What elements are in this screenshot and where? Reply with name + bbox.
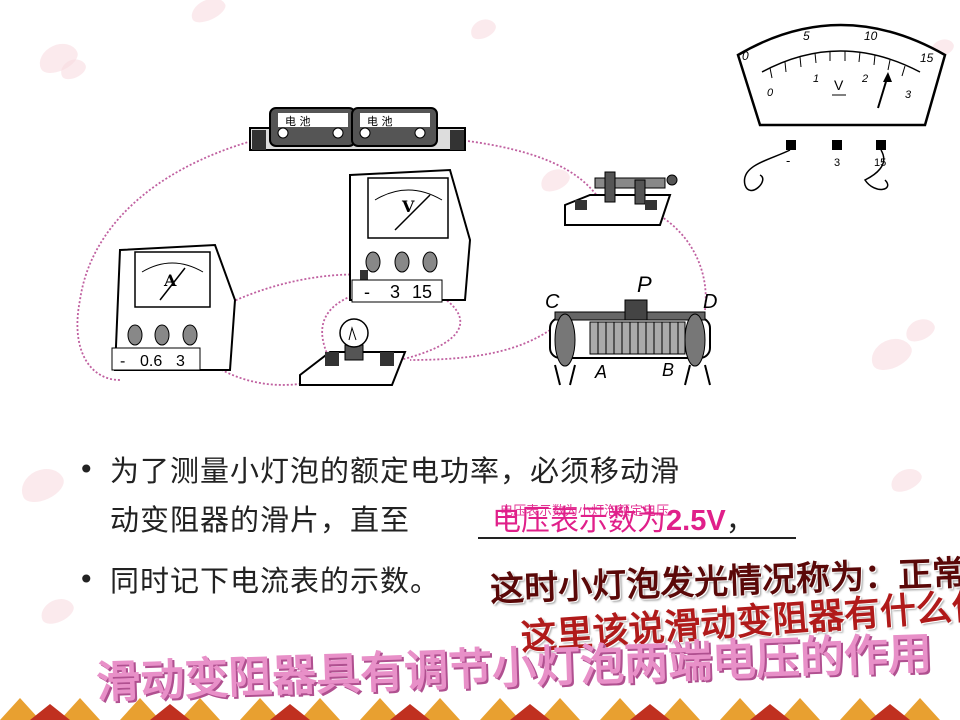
ammeter-terminal-label: 3 bbox=[176, 353, 185, 370]
petal-decoration bbox=[36, 593, 78, 629]
rheostat-label-c: C bbox=[545, 291, 560, 313]
text-line-2: 动变阻器的滑片，直至 bbox=[110, 503, 411, 537]
bullet-marker: • bbox=[78, 563, 95, 596]
battery-label: 电 池 bbox=[367, 115, 393, 128]
dial-scale-top: 15 bbox=[920, 51, 934, 65]
voltmeter-terminal-label: - bbox=[364, 282, 370, 302]
text-line-3: 同时记下电流表的示数。 bbox=[110, 564, 441, 598]
voltmeter-dial-inset: 0 5 10 15 0 1 2 3 V - 3 15 bbox=[736, 23, 947, 192]
rheostat-label-b: B bbox=[662, 360, 674, 380]
rheostat: P C D A B bbox=[545, 272, 717, 386]
answer-comma: ， bbox=[725, 503, 755, 537]
circuit-diagram: 电 池 电 池 V - 3 15 A - 0.6 3 bbox=[76, 23, 947, 386]
wire bbox=[76, 139, 256, 381]
dial-terminal-label: 3 bbox=[834, 157, 840, 169]
dial-terminal-label: - bbox=[786, 153, 790, 168]
ammeter-terminal-label: 0.6 bbox=[140, 353, 162, 370]
voltmeter-symbol: V bbox=[401, 197, 415, 216]
dial-scale-bottom: 2 bbox=[861, 73, 868, 85]
petal-decoration bbox=[887, 464, 925, 496]
voltmeter-terminal-label: 3 bbox=[390, 282, 400, 302]
bottom-border-decoration bbox=[0, 698, 940, 720]
bullet-marker: • bbox=[78, 453, 95, 486]
answer-chinese: 电压表示数为 bbox=[492, 503, 667, 537]
voltmeter: V - 3 15 bbox=[349, 168, 472, 303]
light-bulb bbox=[299, 318, 407, 386]
text-line-1: 为了测量小灯泡的额定电功率，必须移动滑 bbox=[110, 454, 681, 488]
dial-scale-top: 5 bbox=[803, 29, 810, 43]
dial-scale-top: 10 bbox=[864, 29, 878, 43]
rheostat-label-p: P bbox=[637, 272, 652, 297]
rheostat-label-a: A bbox=[594, 362, 607, 382]
ammeter-terminal-label: - bbox=[120, 353, 125, 370]
dial-scale-bottom: 3 bbox=[905, 89, 912, 101]
dial-scale-bottom: 0 bbox=[767, 87, 774, 99]
battery-pack: 电 池 电 池 bbox=[249, 107, 466, 151]
dial-scale-bottom: 1 bbox=[813, 73, 819, 85]
answer-value: 2.5V bbox=[666, 505, 726, 537]
ammeter: A - 0.6 3 bbox=[111, 243, 237, 371]
wire bbox=[409, 329, 551, 361]
answer-hint-text: 电压表示数为小灯泡额定电压 bbox=[500, 504, 670, 519]
wire bbox=[649, 209, 707, 311]
answer-blank-underline bbox=[478, 537, 796, 539]
voltmeter-terminal-label: 15 bbox=[412, 282, 432, 302]
battery-label: 电 池 bbox=[285, 115, 311, 128]
ammeter-symbol: A bbox=[163, 271, 177, 290]
wire bbox=[399, 289, 462, 361]
dial-symbol: V bbox=[834, 77, 844, 93]
switch bbox=[564, 171, 678, 226]
petal-decoration bbox=[15, 462, 69, 508]
wire bbox=[459, 139, 601, 201]
dial-scale-top: 0 bbox=[742, 49, 749, 63]
wire bbox=[169, 273, 371, 346]
answer-text: 电压表示数为2.5V， bbox=[492, 497, 755, 539]
rheostat-label-d: D bbox=[703, 291, 717, 313]
